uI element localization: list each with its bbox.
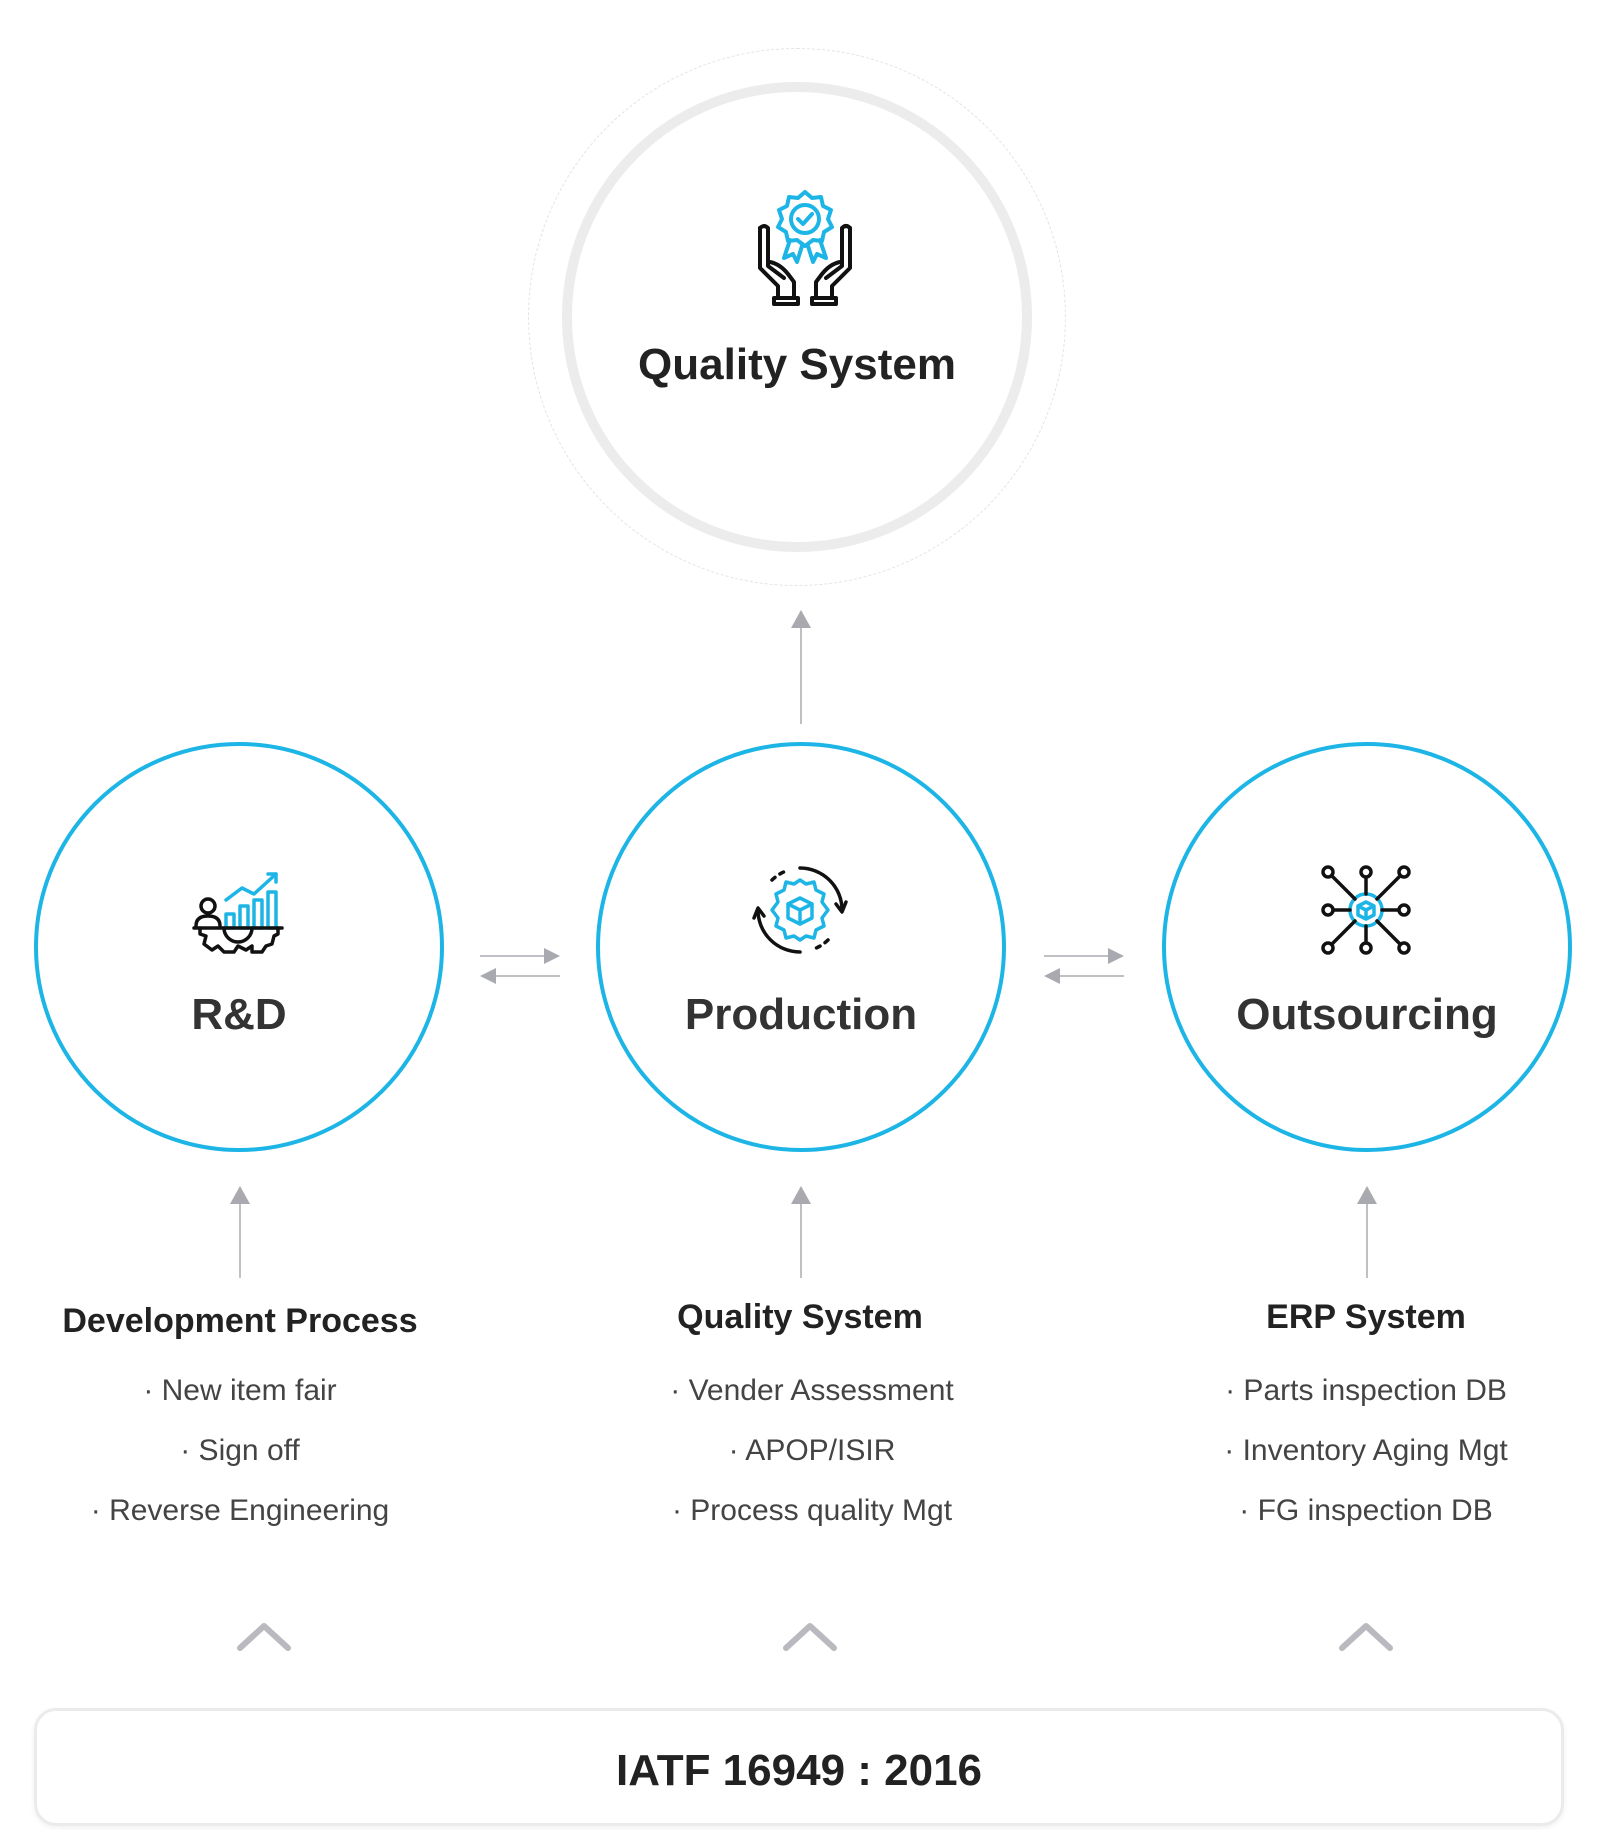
arrow-line-rnd: [239, 1202, 241, 1278]
column-title-erp: ERP System: [1266, 1298, 1466, 1336]
arrow-to-quality-line: [800, 628, 802, 724]
top-title: Quality System: [638, 340, 956, 389]
award-hands-icon: [758, 190, 852, 306]
arrow-up-icon: [230, 1186, 250, 1204]
bidirectional-arrow-production-outsourcing: [1044, 948, 1124, 984]
node-title-rnd: R&D: [191, 990, 287, 1039]
rnd-growth-gear-icon: [192, 872, 284, 954]
chevron-up-icon: [237, 1623, 291, 1651]
node-title-outsourcing: Outsourcing: [1236, 990, 1498, 1039]
list-item: · Parts inspection DB: [1225, 1374, 1507, 1407]
list-item: · Reverse Engineering: [90, 1494, 390, 1527]
arrow-up-icon: [1357, 1186, 1377, 1204]
arrow-up-icon: [791, 610, 811, 628]
certification-box: [34, 1708, 1564, 1826]
production-cycle-gear-icon: [752, 866, 848, 954]
list-item: · APOP/ISIR: [728, 1434, 896, 1467]
list-item: · FG inspection DB: [1239, 1494, 1493, 1527]
list-item: · Sign off: [180, 1434, 300, 1467]
list-item: · Vender Assessment: [670, 1374, 954, 1407]
list-item: · New item fair: [143, 1374, 337, 1407]
arrow-line-outsourcing: [1366, 1202, 1368, 1278]
network-hub-icon: [1321, 865, 1411, 955]
column-title-development: Development Process: [62, 1302, 418, 1340]
chevron-up-icon: [783, 1623, 837, 1651]
node-production: [596, 742, 1006, 1152]
chevron-up-icon: [1339, 1623, 1393, 1651]
node-outsourcing: [1162, 742, 1572, 1152]
top-outer-ring: [528, 48, 1066, 586]
arrow-up-icon: [791, 1186, 811, 1204]
bidirectional-arrow-rnd-production: [480, 948, 560, 984]
certification-label: IATF 16949 : 2016: [615, 1746, 983, 1795]
column-title-quality: Quality System: [677, 1298, 923, 1336]
top-quality-circle: [562, 82, 1032, 552]
list-item: · Process quality Mgt: [671, 1494, 953, 1527]
list-item: · Inventory Aging Mgt: [1224, 1434, 1508, 1467]
arrow-line-production: [800, 1202, 802, 1278]
node-title-production: Production: [684, 990, 918, 1039]
